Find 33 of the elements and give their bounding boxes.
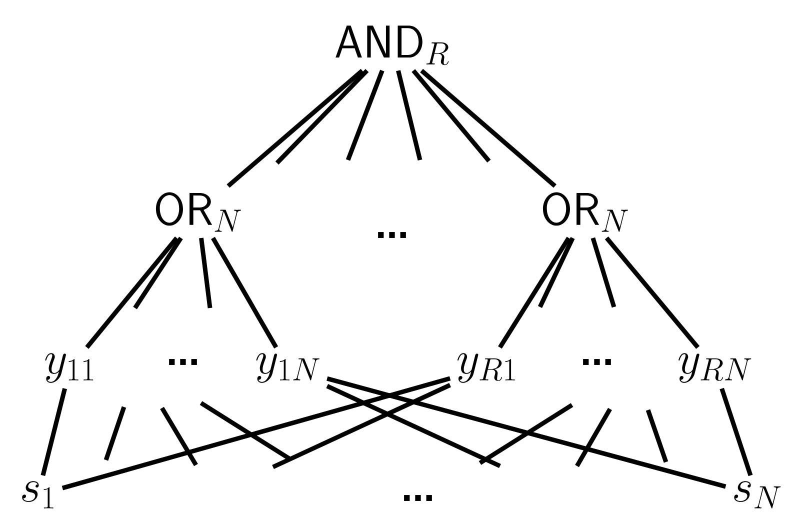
ellipsis: ... (378, 232, 406, 238)
line (40, 388, 68, 476)
variable-label: $s_1$ (22, 481, 54, 508)
line (199, 238, 212, 308)
line (275, 69, 369, 165)
line (396, 70, 422, 161)
line (133, 236, 183, 310)
gate-label: $\mathsf{OR}_N$ (156, 192, 241, 232)
ellipsis: ... (404, 495, 432, 501)
ellipsis: ... (169, 359, 197, 365)
gate-label: $\mathsf{AND}_R$ (336, 26, 449, 66)
line (211, 236, 278, 349)
variable-label: $y_{RN}$ (678, 353, 752, 383)
line (412, 69, 491, 162)
variable-label: $y_{11}$ (45, 353, 94, 383)
line (346, 70, 384, 161)
line (326, 376, 726, 489)
variable-label: $y_{R1}$ (458, 353, 515, 383)
variable-label: $s_N$ (734, 481, 781, 508)
variable-label: $y_{1N}$ (256, 353, 320, 383)
line (720, 388, 753, 476)
line (590, 237, 616, 308)
line (226, 68, 364, 188)
line (272, 383, 451, 470)
ellipsis: ... (583, 359, 611, 365)
line (538, 237, 575, 308)
line (420, 68, 556, 188)
line (604, 236, 700, 349)
line (498, 236, 571, 349)
line (85, 236, 178, 349)
line (326, 384, 501, 468)
gate-label: $\mathsf{OR}_N$ (542, 192, 628, 232)
line (62, 376, 451, 490)
